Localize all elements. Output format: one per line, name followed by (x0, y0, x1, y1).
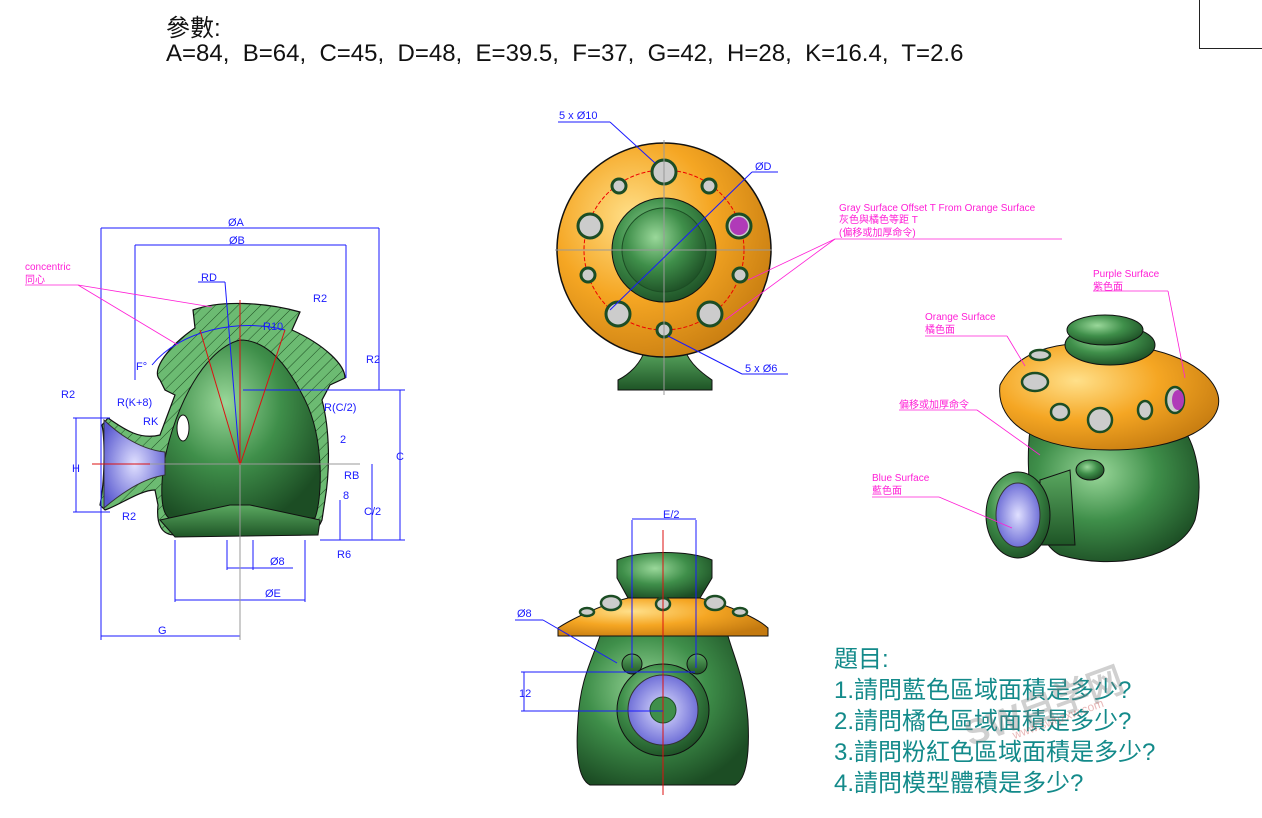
dim-r2-bottom: R2 (122, 511, 136, 523)
iso-view: Orange Surface 橘色面 Purple Surface 紫色面 偏移… (872, 269, 1220, 563)
dim-r-k8: R(K+8) (117, 397, 152, 409)
concentric-label: concentric (25, 262, 71, 273)
dim-h: H (72, 463, 80, 475)
purple-surface-label-zh: 紫色面 (1093, 280, 1123, 293)
dim-r2-left: R2 (61, 389, 75, 401)
dim-rb: RB (344, 470, 359, 482)
questions-block: 題目: 1.請問藍色區域面積是多少? 2.請問橘色區域面積是多少? 3.請問粉紅… (834, 644, 1155, 799)
dim-dia-b: ØB (229, 235, 245, 247)
dim-r10: R10 (263, 321, 283, 333)
dim-r2-top: R2 (313, 293, 327, 305)
title-block-corner (1199, 0, 1262, 49)
params-values: A=84, B=64, C=45, D=48, E=39.5, F=37, G=… (166, 40, 964, 67)
stand (617, 349, 713, 391)
blue-surface-label: Blue Surface (872, 473, 930, 484)
params-title: 參數: (166, 15, 221, 42)
offset-command-label: (偏移或加厚命令) (839, 226, 916, 239)
top-knob (616, 552, 713, 599)
dim-holes-10: 5 x Ø10 (559, 110, 598, 122)
dim-c: C (396, 451, 404, 463)
concentric-label-zh: 同心 (25, 274, 45, 286)
dim-dia-e: ØE (265, 588, 281, 600)
question-2: 2.請問橘色區域面積是多少? (834, 708, 1132, 735)
dim-dia-8: Ø8 (270, 556, 285, 568)
dim-dia-8-bottom: Ø8 (517, 608, 532, 620)
dim-rk: RK (143, 416, 159, 428)
dim-dia-a: ØA (228, 217, 245, 229)
dim-e-half: E/2 (663, 509, 680, 521)
dim-12: 12 (519, 688, 531, 700)
dim-8: 8 (343, 490, 349, 502)
gray-surface-label: Gray Surface Offset T From Orange Surfac… (839, 203, 1036, 214)
dim-r2-right: R2 (366, 354, 380, 366)
bottom-view: E/2 Ø8 12 (515, 509, 769, 795)
questions-title: 題目: (834, 646, 889, 673)
dim-f-angle: F° (136, 361, 147, 373)
side-hole (176, 414, 190, 442)
purple-surface-label: Purple Surface (1093, 269, 1160, 280)
offset-command-note: 偏移或加厚命令 (899, 398, 969, 411)
gray-surface-label-zh: 灰色與橘色等距 T (839, 213, 918, 226)
dim-rd: RD (201, 272, 217, 284)
orange-surface-label: Orange Surface (925, 312, 996, 323)
question-1: 1.請問藍色區域面積是多少? (834, 677, 1132, 704)
blue-surface-label-zh: 藍色面 (872, 484, 902, 497)
question-3: 3.請問粉紅色區域面積是多少? (834, 739, 1156, 766)
question-4: 4.請問模型體積是多少? (834, 770, 1084, 797)
dim-dia-d: ØD (755, 161, 772, 173)
dim-c-half: C/2 (364, 506, 381, 518)
inner-cavity (161, 339, 321, 521)
dim-holes-6: 5 x Ø6 (745, 363, 777, 375)
dim-g: G (158, 625, 167, 637)
orange-surface-label-zh: 橘色面 (925, 323, 955, 336)
dim-r-c2: R(C/2) (324, 402, 356, 414)
dim-thickness: 2 (340, 434, 346, 446)
dim-r6: R6 (337, 549, 351, 561)
section-view: concentric 同心 ØA ØB RD R2 R10 R2 F° R2 R… (25, 217, 405, 640)
front-view: 5 x Ø10 ØD 5 x Ø6 Gray Surface Offset T … (555, 110, 1062, 395)
